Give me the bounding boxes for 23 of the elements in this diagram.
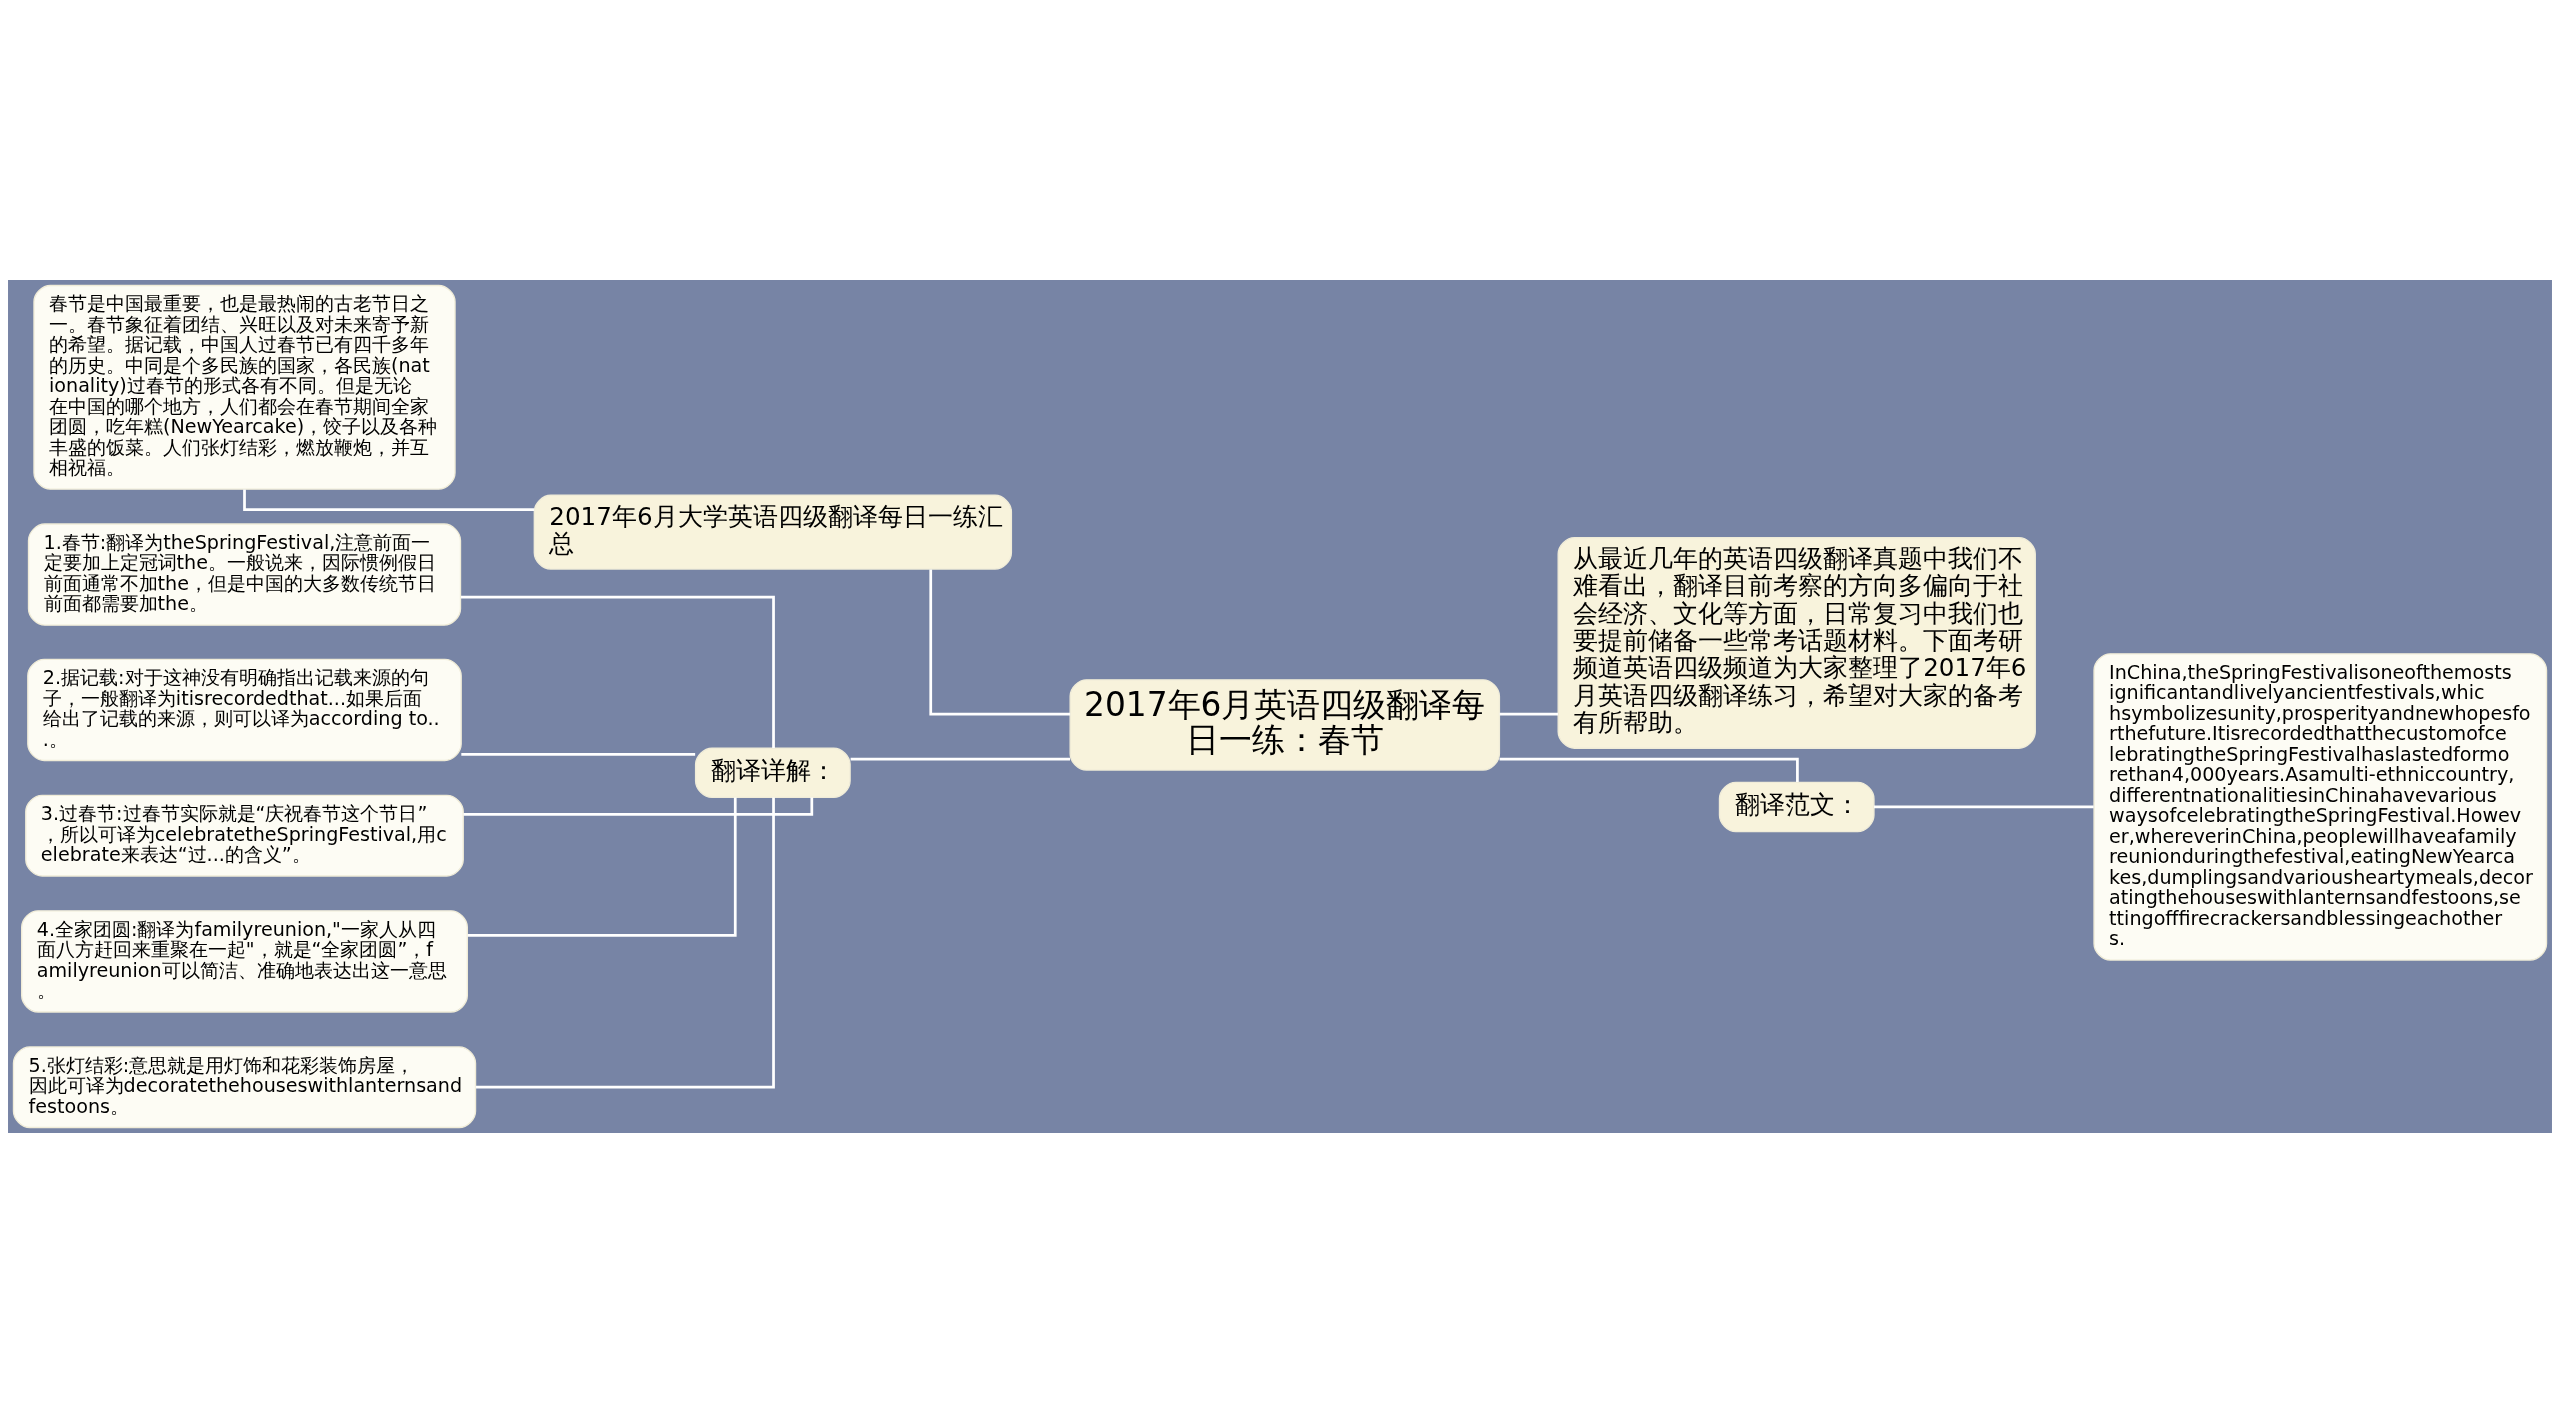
node-box: InChina,theSpringFestivalisoneofthemostsignificantandlivelyancientfestivals,whichsymbolizesunity,prosperityandnewhopesforthefuture.ItisrecordedthatthecustomofcelebratingtheSpringFestivalhaslastedformorethan4,000years.Asamulti-ethniccountry,differentnationalitiesinChinahavevariouswaysofcelebratingtheSpringFestival.However,whereverinChina,peoplewillhaveafamilyreunionduringthefestival,eatingNewYearcakes,dumplingsandvariousheartymeals,decoratingthehouseswithlanternsandfestoons,settingofffirecrackersandblessingeachothers. xyxy=(2093,653,2548,961)
node-box: 翻译范文： xyxy=(1718,781,1875,833)
connector xyxy=(850,757,1070,761)
node-box: 从最近几年的英语四级翻译真题中我们不难看出，翻译目前考察的方向多偏向于社会经济、文化等方面，日常复习中我们也要提前储备一些常考话题材料。下面考研频道英语四级频道为大家整理了2017年6月英语四级翻译练习，希望对大家的备考有所帮助。 xyxy=(1557,537,2036,749)
connector xyxy=(463,797,814,816)
node-box: 春节是中国最重要，也是最热闹的古老节日之一。春节象征着团结、兴旺以及对未来寄予新的希望。据记载，中国人过春节已有四千多年的历史。中同是个多民族的国家，各民族(nationality)过春节的形式各有不同。但是无论在中国的哪个地方，人们都会在春节期间全家团圆，吃年糕(NewYearcake)，饺子以及各种丰盛的饭菜。人们张灯结彩，燃放鞭炮，并互相祝福。 xyxy=(33,284,456,490)
connector xyxy=(460,595,775,748)
connector xyxy=(475,797,775,1089)
connector xyxy=(1499,757,1799,782)
connector xyxy=(1873,805,2094,809)
node-box: 3.过春节:过春节实际就是“庆祝春节这个节日”，所以可译为celebratetheSpringFestival,用celebrate来表达“过...的含义”。 xyxy=(25,794,464,877)
connector xyxy=(243,489,535,511)
node-box: 2.据记载:对于这神没有明确指出记载来源的句子，一般翻译为itisrecordedthat...如果后面给出了记载的来源，则可以译为according to...。 xyxy=(27,658,462,762)
node-box: 翻译详解： xyxy=(694,747,851,799)
node-box: 4.全家团圆:翻译为familyreunion,"一家人从四面八方赶回来重聚在一起"，就是“全家团圆”，familyreunion可以简洁、准确地表达出这一意思。 xyxy=(21,910,468,1013)
node-box: 2017年6月英语四级翻译每日一练：春节 xyxy=(1069,679,1501,771)
node-box: 5.张灯结彩:意思就是用灯饰和花彩装饰房屋，因此可译为decoratethehouseswithlanternsandfestoons。 xyxy=(12,1046,477,1129)
node-box: 2017年6月大学英语四级翻译每日一练汇总 xyxy=(533,494,1013,570)
connector xyxy=(467,797,737,937)
connector xyxy=(461,752,696,756)
connector xyxy=(1499,712,1559,716)
node-box: 1.春节:翻译为theSpringFestival,注意前面一定要加上定冠词the。一般说来，因际惯例假日前面通常不加the，但是中国的大多数传统节日前面都需要加the。 xyxy=(27,523,462,626)
connector xyxy=(929,569,1071,716)
